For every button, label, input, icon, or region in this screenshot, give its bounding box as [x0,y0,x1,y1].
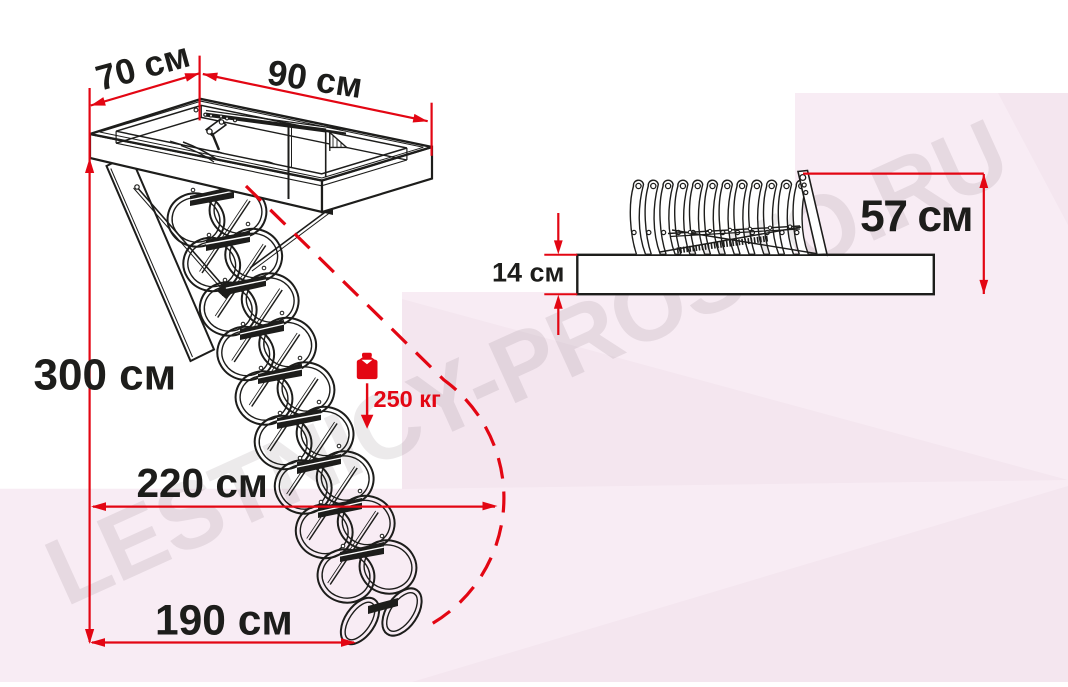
svg-text:220 см: 220 см [137,460,268,506]
svg-text:190 см: 190 см [155,598,293,645]
svg-text:300 см: 300 см [34,351,177,400]
svg-text:57 см: 57 см [860,192,972,241]
svg-text:250 кг: 250 кг [374,386,441,412]
svg-text:14 см: 14 см [492,258,565,288]
